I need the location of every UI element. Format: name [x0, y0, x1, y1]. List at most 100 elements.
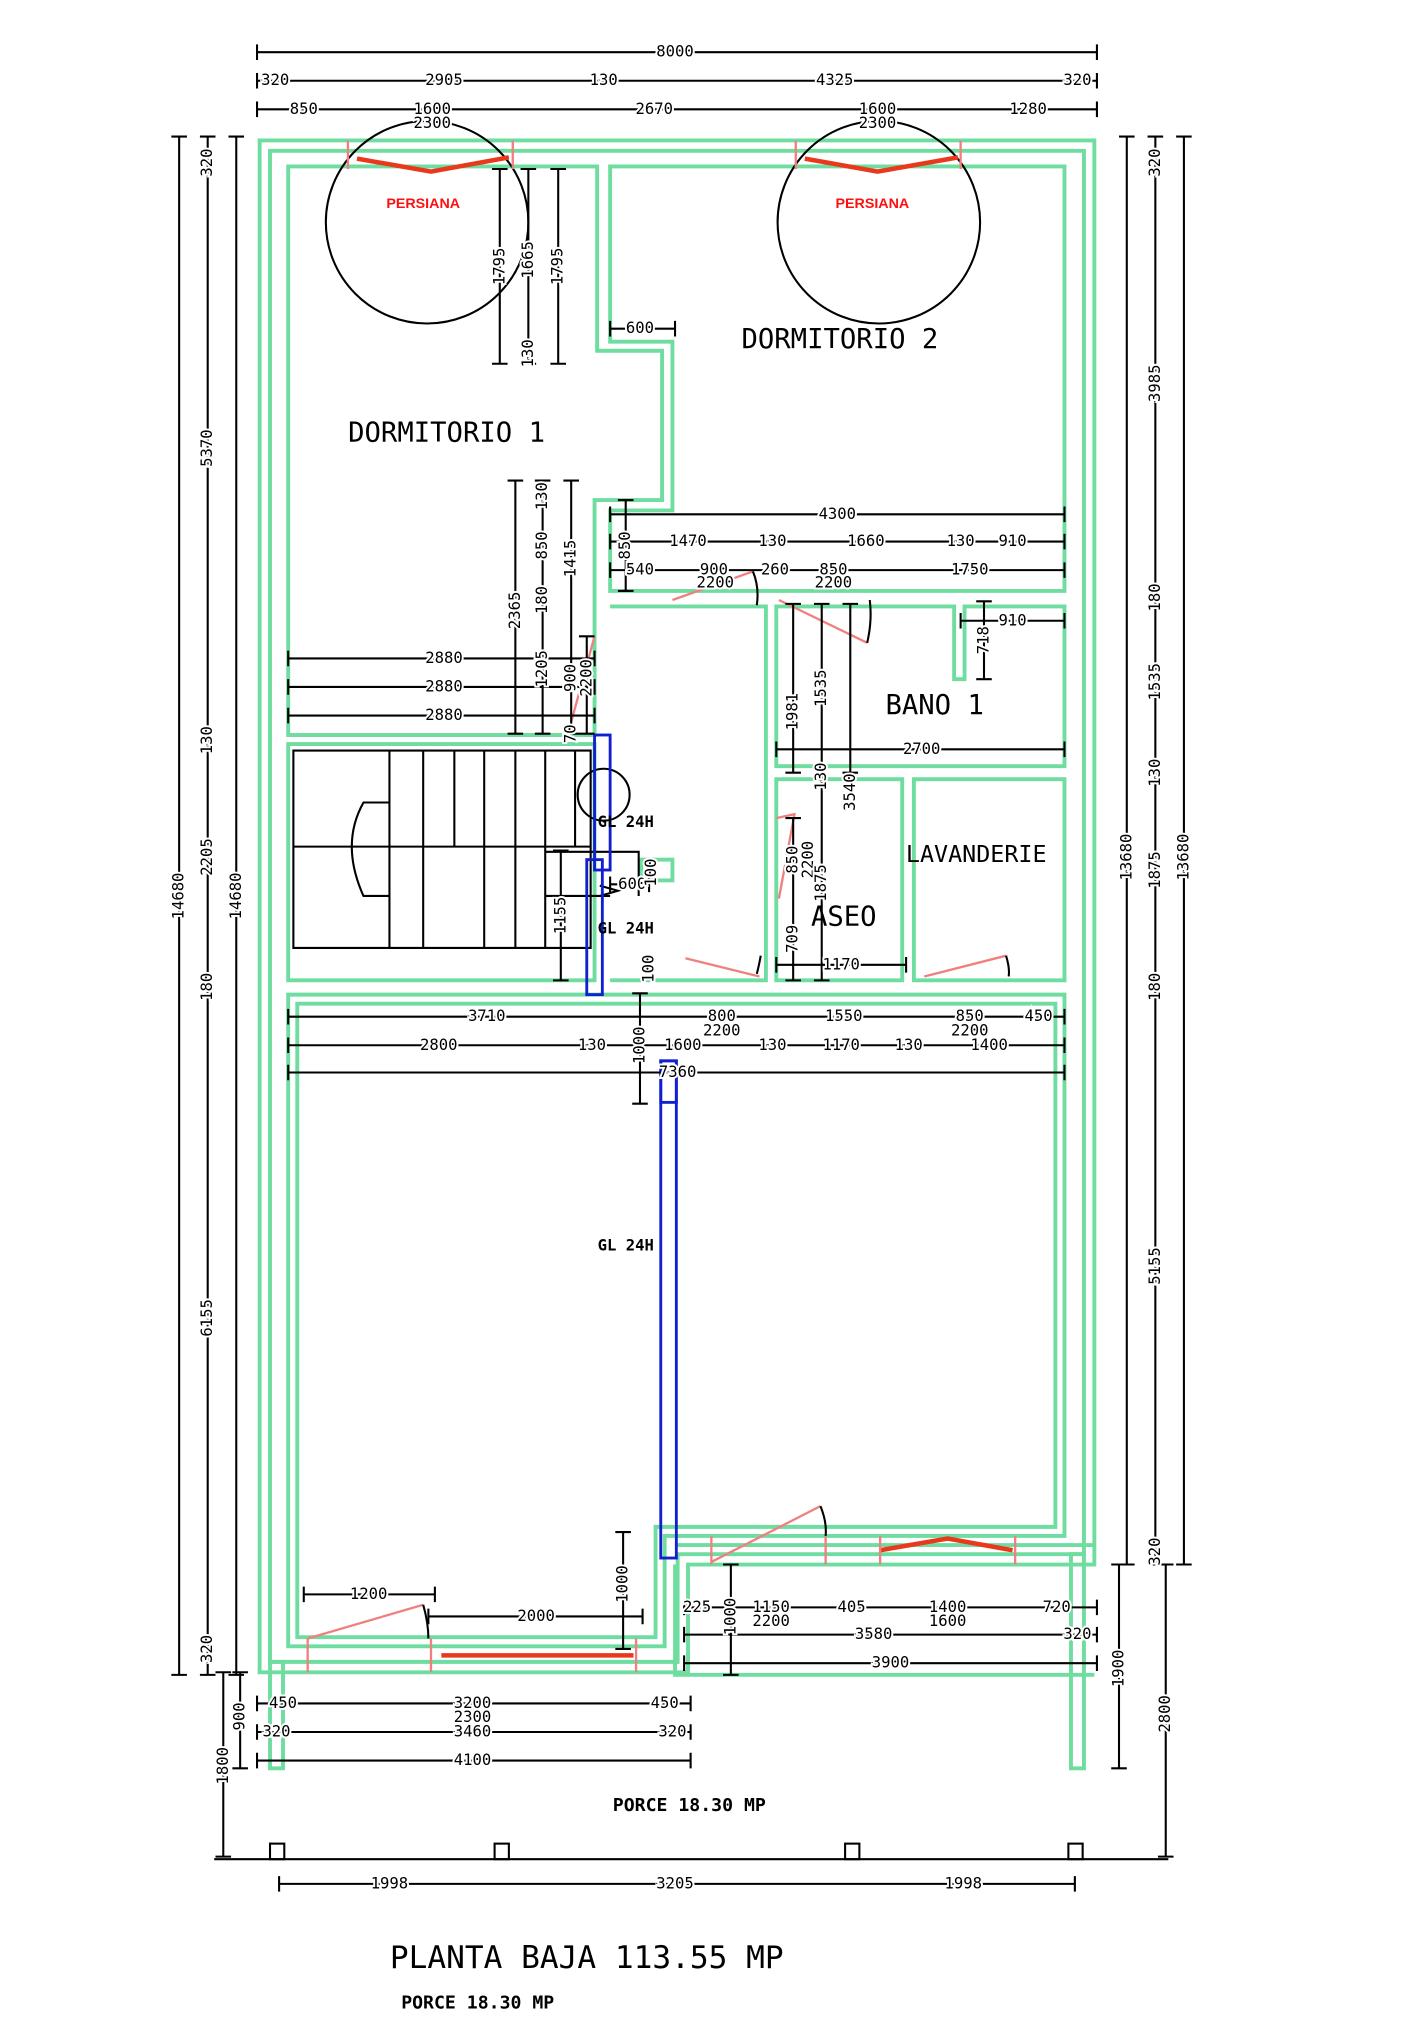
shutter-label-1: PERSIANA	[386, 196, 460, 212]
gas-line-3-cap	[659, 1059, 678, 1104]
dimension-label: 320	[198, 148, 216, 176]
gas-line-2	[585, 858, 604, 997]
dimension-label: 1535	[812, 670, 830, 707]
dimension-label: 3200	[454, 1694, 491, 1712]
dimension-label: 5155	[1146, 1247, 1164, 1284]
dimension-label: 2200	[703, 1021, 740, 1039]
dimension-label: 4300	[819, 505, 856, 523]
dimension-label: 130	[758, 532, 786, 550]
dimension-label: 850	[533, 531, 551, 559]
dimension-label: 225	[683, 1598, 711, 1616]
dimension-label: 130	[578, 1036, 606, 1054]
dimension-label: 850	[616, 531, 634, 559]
dimension-label: 450	[651, 1694, 679, 1712]
dimension-label: 1200	[350, 1585, 387, 1603]
dimension-label: 1400	[970, 1036, 1007, 1054]
gas-line-label-2: GL 24H	[598, 920, 654, 938]
dimension-label: 70	[562, 724, 580, 743]
dimension-label: 1900	[1110, 1650, 1128, 1687]
window-frames	[306, 140, 1017, 1673]
dimension-label: 1600	[929, 1612, 966, 1630]
doors	[307, 570, 1007, 1640]
dimension-label: 910	[999, 611, 1027, 629]
dimension-label: 6155	[198, 1299, 216, 1336]
dimension-label: 709	[784, 925, 802, 953]
dimension-label: 7360	[659, 1063, 696, 1081]
dimension-label: 450	[1024, 1007, 1052, 1025]
dimension-label: 3710	[468, 1007, 505, 1025]
dimension-label: 1400	[929, 1598, 966, 1616]
dimension-label: 540	[626, 561, 654, 579]
dimension-label: 8000	[656, 43, 693, 61]
porch-column-left	[268, 1659, 285, 1771]
dimension-label: 910	[999, 532, 1027, 550]
dimension-label: 130	[1146, 759, 1164, 787]
porch-column-right	[1069, 1552, 1086, 1771]
dimension-label: 320	[198, 1635, 216, 1663]
dimension-label: 1750	[951, 561, 988, 579]
gas-line-1	[593, 733, 612, 872]
dimension-label: 1280	[1009, 100, 1046, 118]
dimension-label: 1155	[551, 897, 569, 934]
dimension-label: 2200	[951, 1021, 988, 1039]
dimension-label: 2000	[517, 1607, 554, 1625]
dimension-label: 4100	[454, 1751, 491, 1769]
dimension-label: 3900	[872, 1654, 909, 1672]
dimension-label: 13680	[1117, 834, 1135, 881]
dimension-label: 13680	[1174, 834, 1192, 881]
dimension-label: 2880	[425, 649, 462, 667]
labels: DORMITORIO 1 DORMITORIO 2 BANO 1 LAVANDE…	[348, 196, 1046, 2014]
dimension-label: 2300	[859, 114, 896, 132]
dimension-label: 1800	[214, 1747, 232, 1784]
dimension-label: 2300	[454, 1708, 491, 1726]
dimension-label: 1535	[1146, 663, 1164, 700]
gas-lines	[585, 733, 678, 1560]
porch-area-label: PORCE 18.30 MP	[613, 1795, 766, 1816]
room-label-lavanderie: LAVANDERIE	[906, 840, 1047, 868]
dimension-label: 3460	[454, 1722, 491, 1740]
dimension-label: 720	[1043, 1598, 1071, 1616]
plan-title: PLANTA BAJA 113.55 MP	[390, 1940, 784, 1976]
dimension-line-set	[171, 44, 1192, 1892]
dimension-label: 5370	[198, 429, 216, 466]
shutter-2	[804, 155, 959, 174]
dimension-label: 1000	[630, 1027, 648, 1064]
door-swings	[422, 571, 1011, 1639]
dimension-label: 450	[269, 1694, 297, 1712]
dimension-label: 130	[895, 1036, 923, 1054]
dimension-label: 2365	[506, 592, 524, 629]
shutter-3	[879, 1536, 1013, 1553]
shutter-label-2: PERSIANA	[835, 196, 909, 212]
dimension-label: 130	[198, 726, 216, 754]
dimension-label: 2800	[420, 1036, 457, 1054]
dimension-label: 320	[1063, 1625, 1091, 1643]
dimension-label: 3540	[841, 773, 859, 810]
dimension-label: 2670	[636, 100, 673, 118]
room-salon-inner	[295, 1001, 1058, 1640]
room-label-dormitorio-2: DORMITORIO 2	[741, 324, 938, 355]
dimension-label: 850	[290, 100, 318, 118]
dimension-label: 800	[708, 1007, 736, 1025]
dimension-label: 405	[838, 1598, 866, 1616]
dimension-label: 100	[642, 859, 660, 887]
dimension-label: 3580	[855, 1625, 892, 1643]
dimension-label: 1550	[825, 1007, 862, 1025]
gas-line-label-1: GL 24H	[598, 813, 654, 831]
dimension-label: 900	[700, 561, 728, 579]
dimension-label: 4325	[816, 71, 853, 89]
dimension-label: 320	[1146, 148, 1164, 176]
dimension-label: 320	[658, 1722, 686, 1740]
dimension-label: 1600	[859, 100, 896, 118]
dimension-label: 130	[533, 482, 551, 510]
dimension-label: 130	[590, 71, 618, 89]
dimension-label: 320	[1146, 1537, 1164, 1565]
dimension-label: 3985	[1146, 364, 1164, 401]
dimension-label: 1000	[614, 1565, 632, 1602]
dimension-label: 2300	[414, 114, 451, 132]
dimension-label: 2800	[1156, 1695, 1174, 1732]
gas-line-label-3: GL 24H	[598, 1236, 654, 1254]
room-label-bano-1: BANO 1	[885, 690, 983, 721]
dimension-label: 1660	[847, 532, 884, 550]
dimension-label: 1415	[562, 540, 580, 577]
